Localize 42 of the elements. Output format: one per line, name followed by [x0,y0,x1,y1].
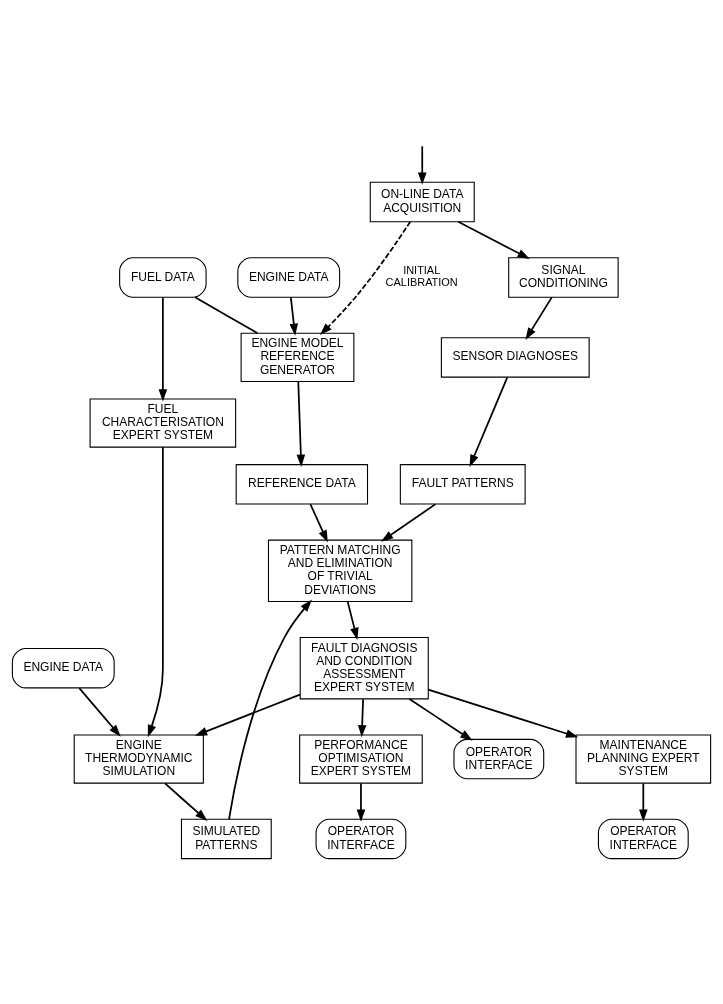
node-box: FAULT DIAGNOSIS AND CONDITION ASSESSMENT EXPERT SYSTEM [299,637,429,700]
node-box: FAULT PATTERNS [399,464,526,505]
arrow [381,503,437,542]
arrow [469,376,509,467]
arrow [296,380,306,467]
node-box: OPERATOR INTERFACE [597,818,689,860]
arrow [346,600,359,641]
arrow [525,296,553,340]
node-box: ENGINE MODEL REFERENCE GENERATOR [240,332,355,382]
arrow [228,599,312,821]
node-box: OPERATOR INTERFACE [315,818,407,860]
arrow [309,503,328,543]
connector [194,296,259,334]
arrow [147,446,164,738]
arrow [356,782,366,822]
node-box: ENGINE DATA [237,257,341,298]
node-box: REFERENCE DATA [235,464,369,505]
node-box: OPERATOR INTERFACE [453,738,545,780]
arrow [194,693,301,736]
node-box: PERFORMANCE OPTIMISATION EXPERT SYSTEM [299,734,423,784]
arrow [457,220,530,259]
node-box: SIMULATED PATTERNS [180,818,272,860]
arrow [417,145,427,185]
arrow [319,220,412,336]
arrow [158,296,168,402]
node-box: FUEL DATA [119,257,207,298]
arrow [408,698,473,741]
node-box: MAINTENANCE PLANNING EXPERT SYSTEM [575,734,712,784]
node-box: ON-LINE DATA ACQUISITION [369,181,475,223]
arrow [289,296,299,336]
arrow [427,688,579,738]
edge-label: INITIAL CALIBRATION [385,264,458,289]
node-box: SIGNAL CONDITIONING [508,257,619,298]
arrow [164,782,208,821]
node-box: PATTERN MATCHING AND ELIMINATION OF TRIVIAL DEVIATIONS [267,539,413,602]
arrow [78,687,121,737]
node-box: FUEL CHARACTERISATION EXPERT SYSTEM [89,398,237,448]
node-box: ENGINE DATA [11,647,115,689]
node-box: SENSOR DIAGNOSES [440,337,590,378]
node-box: ENGINE THERMODYNAMIC SIMULATION [73,734,204,784]
arrow [357,698,367,738]
arrow [639,782,648,822]
